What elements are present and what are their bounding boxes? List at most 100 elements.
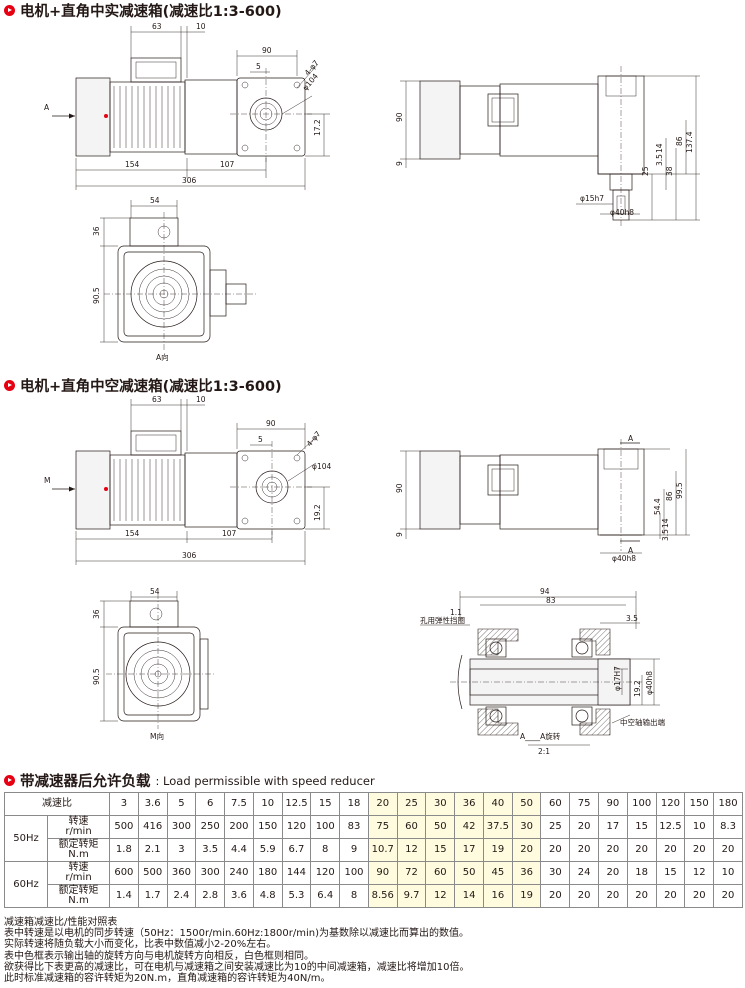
speed-cell: 90 — [367, 861, 398, 885]
torque-cell: 20 — [655, 884, 686, 908]
torque-cell: 9 — [339, 838, 369, 862]
frequency-label: 50Hz — [4, 815, 48, 862]
ratio-cell: 180 — [713, 792, 743, 816]
ratio-cell: 25 — [396, 792, 427, 816]
svg-text:107: 107 — [220, 160, 235, 169]
torque-cell: 9.7 — [396, 884, 427, 908]
torque-cell: 20 — [598, 884, 628, 908]
torque-cell: 3.6 — [224, 884, 254, 908]
svg-text:90: 90 — [395, 112, 404, 122]
ratio-cell: 60 — [540, 792, 571, 816]
torque-cell: 1.4 — [109, 884, 139, 908]
ratio-header-label: 减速比 — [4, 792, 110, 816]
svg-text:54.4: 54.4 — [653, 498, 662, 515]
ratio-cell: 30 — [425, 792, 456, 816]
note-line: 欲获得比下表更高的减速比，可在电机与减速箱之间安装减速比为10的中间减速箱，减速… — [4, 961, 470, 973]
speed-cell: 300 — [195, 861, 226, 885]
torque-cell: 20 — [626, 884, 657, 908]
torque-cell: 20 — [511, 838, 542, 862]
speed-cell: 120 — [281, 815, 312, 839]
speed-cell: 24 — [569, 861, 600, 885]
torque-cell: 16 — [482, 884, 513, 908]
speed-cell: 20 — [598, 861, 628, 885]
speed-cell: 100 — [339, 861, 369, 885]
speed-cell: 416 — [137, 815, 168, 839]
view-arrow-label: M — [44, 476, 50, 485]
torque-label: 额定转矩 N.m — [47, 884, 110, 908]
torque-cell: 8 — [310, 838, 341, 862]
front-view: 54 36 90.5 M向 — [92, 587, 214, 741]
torque-cell: 5.3 — [281, 884, 312, 908]
svg-text:3.5: 3.5 — [661, 529, 670, 541]
svg-text:107: 107 — [222, 529, 237, 538]
section-title-text: 带减速器后允许负载 — [20, 774, 151, 790]
svg-text:9: 9 — [395, 532, 404, 537]
svg-text:90.5: 90.5 — [92, 287, 101, 304]
torque-cell: 8 — [339, 884, 369, 908]
torque-cell: 20 — [569, 884, 600, 908]
section-subtitle-text: : Load permissible with speed reducer — [155, 773, 375, 788]
speed-cell: 75 — [367, 815, 398, 839]
torque-cell: 6.4 — [310, 884, 341, 908]
ratio-cell: 10 — [252, 792, 283, 816]
torque-cell: 20 — [713, 884, 743, 908]
svg-text:A: A — [628, 434, 634, 443]
torque-cell: 3 — [166, 838, 197, 862]
view-caption: M向 — [150, 731, 164, 741]
torque-label: 额定转矩 N.m — [47, 838, 110, 862]
ratio-cell: 20 — [367, 792, 398, 816]
speed-label: 转速 r/min — [47, 861, 110, 885]
torque-cell: 20 — [713, 838, 743, 862]
svg-text:54: 54 — [150, 196, 160, 205]
svg-text:10: 10 — [196, 22, 206, 31]
speed-cell: 120 — [310, 861, 341, 885]
speed-cell: 100 — [310, 815, 341, 839]
speed-cell: 150 — [252, 815, 283, 839]
svg-text:38: 38 — [665, 166, 674, 176]
speed-cell: 36 — [511, 861, 542, 885]
svg-text:19.2: 19.2 — [313, 504, 322, 521]
svg-text:154: 154 — [125, 160, 140, 169]
torque-cell: 20 — [684, 838, 715, 862]
ratio-cell: 36 — [454, 792, 484, 816]
section-title-text: 电机+直角中实减速箱(减速比1:3-600) — [20, 4, 282, 20]
svg-text:A: A — [628, 546, 634, 555]
svg-text:90: 90 — [395, 483, 404, 493]
speed-cell: 10 — [684, 815, 715, 839]
torque-cell: 5.9 — [252, 838, 283, 862]
ratio-cell: 50 — [511, 792, 542, 816]
svg-text:83: 83 — [546, 596, 556, 605]
svg-text:4-φ7: 4-φ7 — [305, 429, 323, 448]
svg-text:5: 5 — [258, 435, 263, 444]
speed-cell: 300 — [166, 815, 197, 839]
speed-cell: 250 — [195, 815, 226, 839]
note-line: 表中转速是以电机的同步转速（50Hz：1500r/min.60Hz:1800r/… — [4, 928, 470, 940]
svg-text:3.5: 3.5 — [655, 154, 664, 166]
svg-text:86: 86 — [675, 136, 684, 146]
torque-cell: 20 — [684, 884, 715, 908]
svg-text:A____A旋转: A____A旋转 — [520, 731, 561, 741]
svg-text:17.2: 17.2 — [313, 119, 322, 136]
section-view: 94 83 1.1 孔用弹性挡圈 3.5 φ17H7 19.2 — [420, 587, 665, 756]
speed-cell: 25 — [540, 815, 571, 839]
view-arrow-label: A — [44, 103, 50, 112]
torque-cell: 1.7 — [137, 884, 168, 908]
svg-text:90: 90 — [266, 419, 276, 428]
ratio-cell: 12.5 — [281, 792, 312, 816]
svg-text:1.1: 1.1 — [450, 608, 462, 617]
speed-cell: 144 — [281, 861, 312, 885]
svg-text:φ40h8: φ40h8 — [612, 554, 636, 563]
torque-cell: 2.4 — [166, 884, 197, 908]
speed-cell: 60 — [396, 815, 427, 839]
speed-cell: 12 — [684, 861, 715, 885]
svg-text:中空轴输出端: 中空轴输出端 — [620, 717, 665, 727]
svg-text:φ40h8: φ40h8 — [610, 208, 634, 217]
speed-cell: 72 — [396, 861, 427, 885]
note-line: 此时标准减速箱的容许转矩为20N.m，直角减速箱的容许转矩为40N/m。 — [4, 973, 331, 985]
view-caption: A向 — [156, 352, 169, 362]
ratio-cell: 5 — [166, 792, 197, 816]
torque-cell: 15 — [425, 838, 456, 862]
drawing-hollow-shaft: M 63 10 90 5 4-φ7 φ104 19.2 154 107 306 — [44, 395, 690, 756]
